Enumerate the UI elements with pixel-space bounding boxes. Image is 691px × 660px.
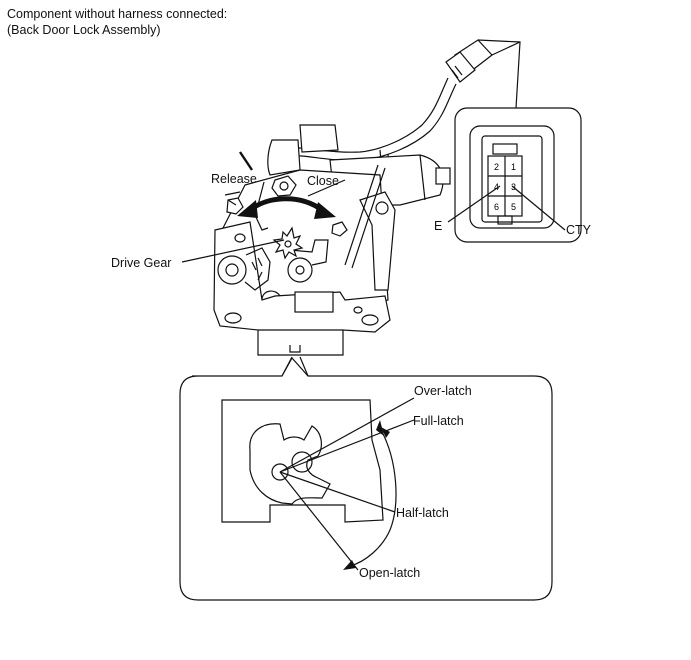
over-latch-label: Over-latch <box>414 384 472 398</box>
drive-gear-leader-line <box>181 239 285 263</box>
connector-pin-4: 4 <box>494 182 499 192</box>
connector-pin-2: 2 <box>494 162 499 172</box>
diagram-caption: Component without harness connected: (Ba… <box>7 6 227 38</box>
close-leader-line <box>307 179 346 197</box>
close-label: Close <box>307 174 339 188</box>
lock-body <box>213 124 451 356</box>
full-latch-label: Full-latch <box>413 414 464 428</box>
half-latch-label: Half-latch <box>396 506 449 520</box>
drive-gear-label: Drive Gear <box>111 256 172 270</box>
harness-plug <box>445 39 521 109</box>
latch-detail <box>179 356 553 601</box>
cty-leader-line <box>511 185 566 231</box>
connector-pin-1: 1 <box>511 162 516 172</box>
connector-pin-5: 5 <box>511 202 516 212</box>
caption-line-1: Component without harness connected: <box>7 7 228 21</box>
terminal-cty-label: CTY <box>566 223 591 237</box>
caption-line-2: (Back Door Lock Assembly) <box>7 23 161 37</box>
terminal-e-label: E <box>434 219 443 233</box>
connector-pin-6: 6 <box>494 202 499 212</box>
release-label: Release <box>211 172 257 186</box>
e-leader-line <box>447 185 501 223</box>
open-latch-label: Open-latch <box>359 566 421 580</box>
release-close-arrow <box>237 196 336 219</box>
release-leader-line <box>257 181 265 206</box>
